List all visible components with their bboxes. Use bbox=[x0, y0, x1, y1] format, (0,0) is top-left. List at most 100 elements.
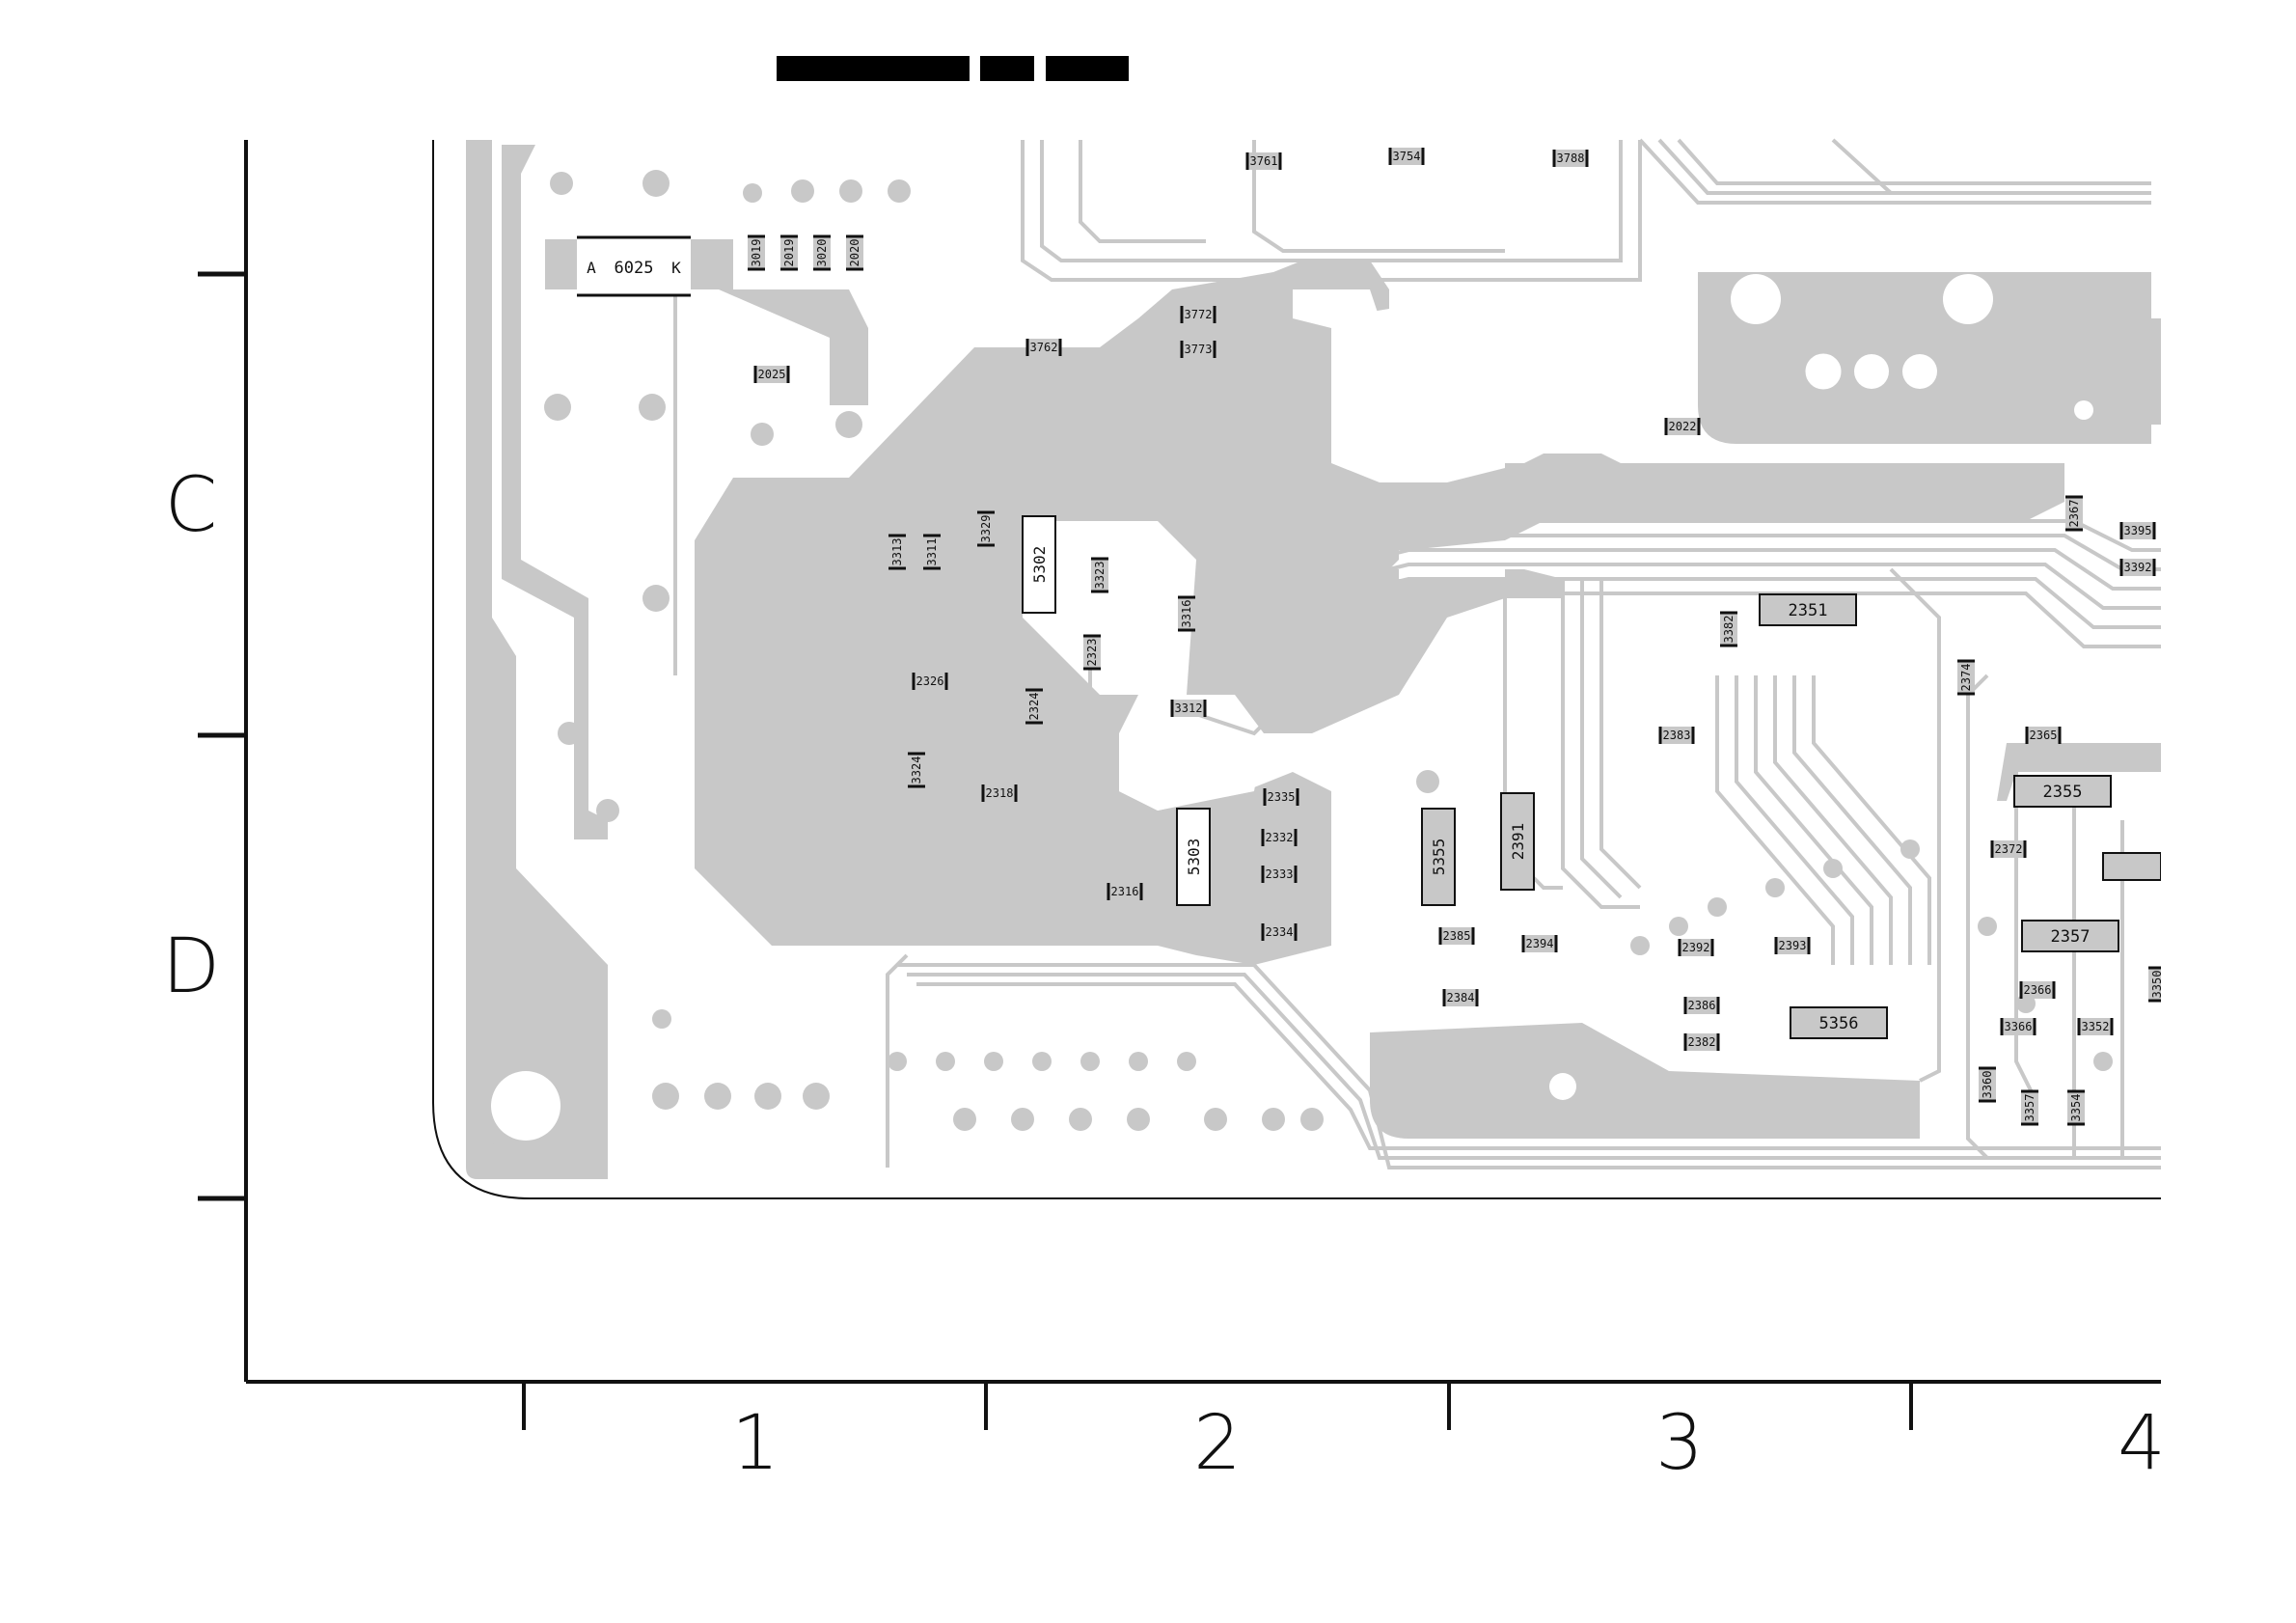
smd-label: 3354 bbox=[2069, 1094, 2083, 1122]
smd-body bbox=[2121, 522, 2154, 539]
copper-clearances bbox=[1023, 261, 2151, 811]
lower-ground-pour bbox=[1370, 1023, 1920, 1139]
smd-component: 2384 bbox=[1442, 989, 1479, 1006]
smd-body bbox=[1680, 939, 1712, 956]
via bbox=[743, 183, 762, 203]
component-2355: 2355 bbox=[2013, 775, 2112, 808]
smd-component: 2393 bbox=[1774, 937, 1811, 954]
smd-body bbox=[748, 236, 765, 269]
trace bbox=[1889, 567, 1941, 1083]
smd-label: 3020 bbox=[815, 239, 829, 267]
smd-body bbox=[2079, 1018, 2112, 1035]
smd-label: 2025 bbox=[758, 368, 786, 381]
smd-body bbox=[1182, 341, 1215, 358]
smd-label: 3019 bbox=[750, 239, 763, 267]
smd-body bbox=[1083, 636, 1101, 669]
smd-component: 2382 bbox=[1683, 1033, 1720, 1051]
grid-column-label-4: 4 bbox=[2118, 1400, 2166, 1487]
via bbox=[835, 411, 862, 438]
trace bbox=[1735, 675, 1854, 965]
via bbox=[754, 1083, 781, 1110]
smd-label: 2383 bbox=[1663, 729, 1691, 742]
trace bbox=[1330, 548, 2161, 591]
smd-component: 3020 bbox=[813, 234, 831, 271]
via bbox=[1080, 1052, 1100, 1071]
smd-body bbox=[1265, 788, 1298, 806]
smd-label: 2382 bbox=[1688, 1035, 1716, 1049]
smd-component: 2383 bbox=[1658, 727, 1695, 744]
via bbox=[791, 179, 814, 203]
smd-label: 2333 bbox=[1266, 867, 1294, 881]
grid-column-label-3: 3 bbox=[1655, 1400, 1704, 1487]
smd-component: 2374 bbox=[1957, 659, 1975, 696]
smd-label: 3324 bbox=[910, 756, 923, 784]
component-2357: 2357 bbox=[2021, 920, 2119, 952]
via bbox=[1978, 917, 1997, 936]
smd-component: 2318 bbox=[981, 784, 1018, 802]
smd-component: 3019 bbox=[748, 234, 765, 271]
smd-body bbox=[1247, 152, 1280, 170]
smd-label: 3350 bbox=[2150, 971, 2164, 999]
smd-component: 2020 bbox=[846, 234, 863, 271]
trace bbox=[1561, 579, 1640, 909]
pin-k-label: K bbox=[671, 259, 681, 277]
trace bbox=[2014, 772, 2037, 1101]
component-5303: 5303 bbox=[1176, 808, 1211, 906]
smd-label: 2392 bbox=[1682, 941, 1710, 954]
smd-body bbox=[1444, 989, 1477, 1006]
via bbox=[936, 1052, 955, 1071]
component-6025: A 6025 K bbox=[577, 235, 691, 297]
smd-component: 2019 bbox=[780, 234, 798, 271]
large-components: A 6025 K 5302 5303 5355 2391 2351 2355 bbox=[577, 235, 2119, 1039]
smd-label: 2386 bbox=[1688, 999, 1716, 1012]
component-body bbox=[1500, 792, 1535, 891]
smd-body bbox=[1091, 559, 1108, 591]
component-label: 2351 bbox=[1789, 601, 1828, 620]
smd-component: 3313 bbox=[888, 534, 906, 570]
smd-body bbox=[1957, 661, 1975, 694]
smd-label: 3352 bbox=[2082, 1020, 2110, 1033]
smd-component: 3761 bbox=[1245, 152, 1282, 170]
component-5302: 5302 bbox=[1022, 515, 1056, 614]
smd-component: 3754 bbox=[1388, 148, 1425, 165]
smd-component: 2323 bbox=[1083, 634, 1101, 671]
smd-label: 3754 bbox=[1393, 150, 1421, 163]
trace bbox=[1580, 579, 1623, 899]
smd-body bbox=[1685, 1033, 1718, 1051]
smd-component: 3772 bbox=[1180, 306, 1216, 323]
smd-component: 2025 bbox=[753, 366, 790, 383]
smd-body bbox=[2027, 727, 2060, 744]
smd-body bbox=[1263, 923, 1296, 941]
smd-component: 2334 bbox=[1261, 923, 1298, 941]
via bbox=[1032, 1052, 1052, 1071]
trace bbox=[907, 973, 2161, 1160]
upper-right-pour bbox=[2122, 318, 2161, 425]
smd-label: 2384 bbox=[1447, 991, 1475, 1004]
smd-label: 3382 bbox=[1722, 616, 1736, 644]
trace-layer bbox=[673, 138, 2161, 1169]
via bbox=[1069, 1108, 1092, 1131]
trace bbox=[1792, 675, 1912, 965]
smd-label: 2385 bbox=[1443, 929, 1471, 943]
smd-body bbox=[1390, 148, 1423, 165]
smd-component: 3366 bbox=[2000, 1018, 2036, 1035]
trace bbox=[916, 982, 2161, 1150]
via bbox=[1669, 917, 1688, 936]
via bbox=[1943, 274, 1993, 324]
component-body bbox=[1176, 808, 1211, 906]
via bbox=[1900, 839, 1920, 859]
trace bbox=[1715, 675, 1835, 965]
smd-label: 3762 bbox=[1030, 341, 1058, 354]
clearance-island bbox=[1023, 521, 1196, 695]
smd-label: 2019 bbox=[782, 239, 796, 267]
main-ground-pour bbox=[695, 261, 2064, 965]
smd-body bbox=[780, 236, 798, 269]
smd-component: 2372 bbox=[1990, 840, 2027, 858]
smd-body bbox=[846, 236, 863, 269]
smd-body bbox=[1172, 700, 1205, 717]
smd-component: 2367 bbox=[2065, 495, 2083, 532]
smd-label: 2366 bbox=[2024, 983, 2052, 997]
via bbox=[642, 170, 670, 197]
title-redaction-bars bbox=[777, 56, 1129, 81]
